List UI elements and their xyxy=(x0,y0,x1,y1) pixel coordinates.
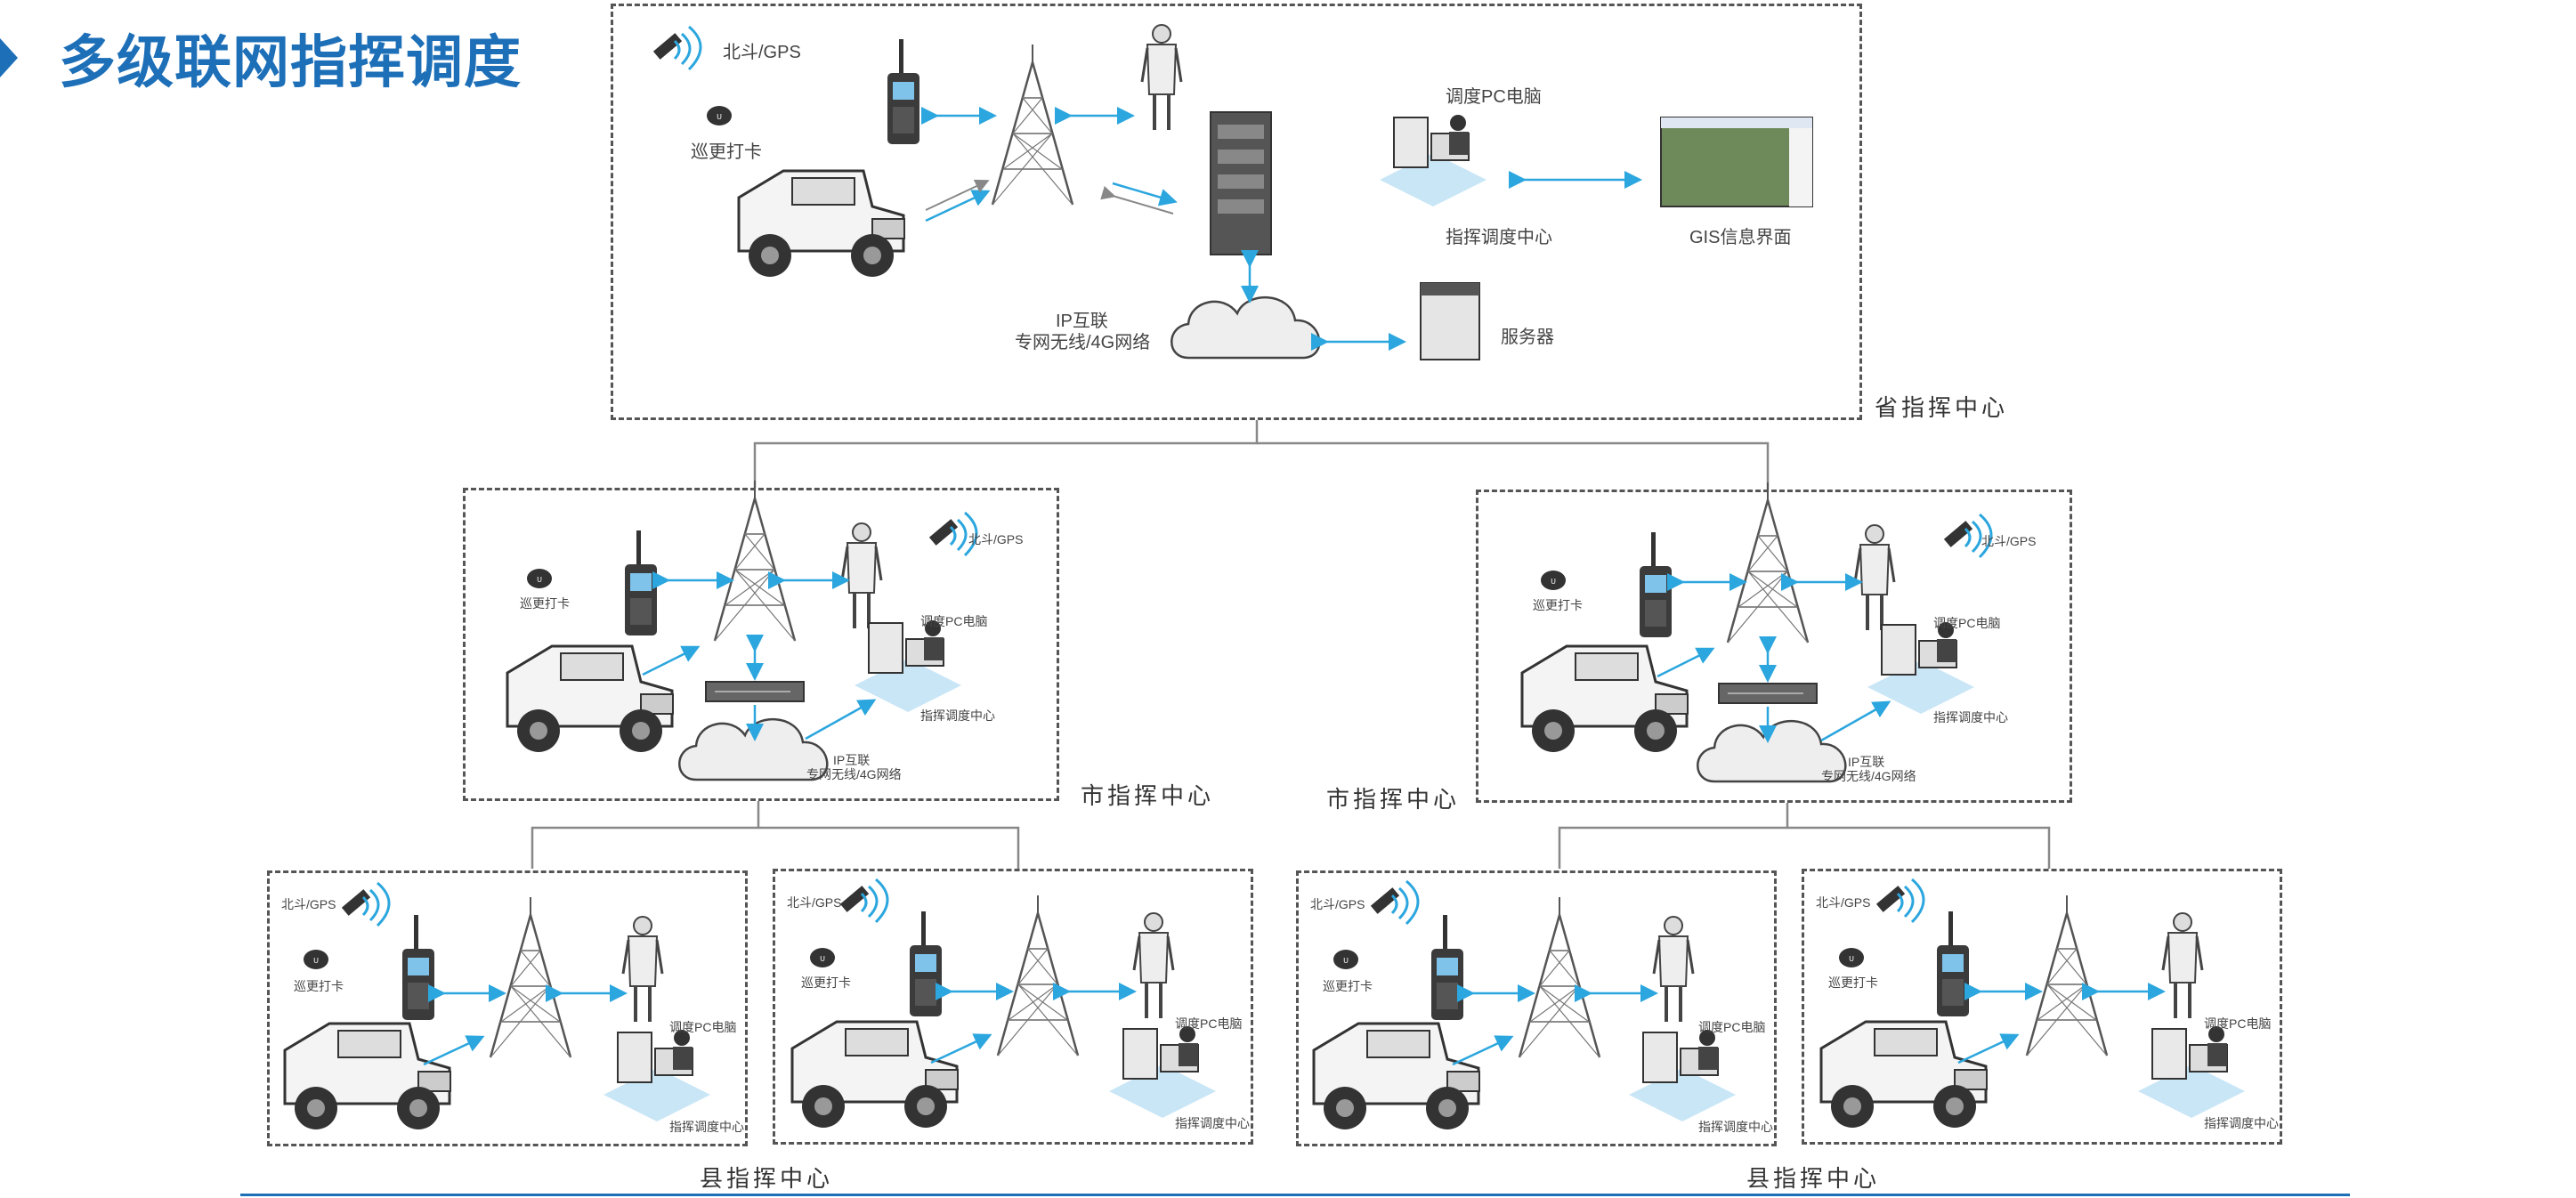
county-2-artwork xyxy=(790,878,1217,1129)
city-left-artwork xyxy=(506,479,978,781)
province-artwork xyxy=(652,23,1813,360)
city-right-beidou-label: 北斗/GPS xyxy=(1981,534,2037,548)
county-3-dispatch-pc-label: 调度PC电脑 xyxy=(1698,1020,1766,1034)
county-center-box-4 xyxy=(1802,869,2282,1145)
county-1-dispatch-pc-label: 调度PC电脑 xyxy=(669,1020,737,1034)
county-1-artwork xyxy=(283,881,711,1131)
county-2-patrol-label: 巡更打卡 xyxy=(801,975,851,990)
county-center-box-1 xyxy=(267,870,748,1146)
county-2-dispatch-pc-label: 调度PC电脑 xyxy=(1175,1016,1243,1031)
city-left-ip-label: IP互联 xyxy=(833,753,871,767)
county-4-artwork xyxy=(1819,878,2246,1129)
county-4-patrol-label: 巡更打卡 xyxy=(1828,975,1878,990)
title-arrow-icon xyxy=(0,38,18,77)
province-center-caption: 省指挥中心 xyxy=(1875,394,2009,421)
province-patrol-label: 巡更打卡 xyxy=(691,142,762,162)
city-left-network-label: 专网无线/4G网络 xyxy=(806,767,902,781)
county-4-beidou-label: 北斗/GPS xyxy=(1816,895,1871,910)
province-ip-label: IP互联 xyxy=(1056,312,1108,331)
county-1-command-center-label: 指挥调度中心 xyxy=(669,1120,744,1134)
county-4-command-center-label: 指挥调度中心 xyxy=(2204,1116,2279,1130)
city-right-dispatch-pc-label: 调度PC电脑 xyxy=(1933,616,2001,630)
county-1-patrol-label: 巡更打卡 xyxy=(294,979,344,993)
county-2-beidou-label: 北斗/GPS xyxy=(787,895,842,910)
city-right-patrol-label: 巡更打卡 xyxy=(1533,598,1583,612)
city-right-network-label: 专网无线/4G网络 xyxy=(1821,769,1916,783)
province-command-center-label: 指挥调度中心 xyxy=(1446,228,1552,247)
county-center-box-2 xyxy=(773,869,1253,1145)
county-center-box-3 xyxy=(1296,870,1777,1146)
city-center-left-box xyxy=(463,488,1059,801)
city-center-left-caption: 市指挥中心 xyxy=(1081,782,1215,809)
city-right-ip-label: IP互联 xyxy=(1848,755,1885,769)
county-center-left-caption: 县指挥中心 xyxy=(700,1165,834,1192)
city-left-beidou-label: 北斗/GPS xyxy=(968,532,1024,546)
city-center-right-caption: 市指挥中心 xyxy=(1326,786,1461,813)
province-gis-label: GIS信息界面 xyxy=(1689,228,1792,247)
county-3-artwork xyxy=(1312,879,1737,1131)
bottom-rule xyxy=(240,1194,2350,1196)
city-left-dispatch-pc-label: 调度PC电脑 xyxy=(920,614,988,628)
city-right-artwork xyxy=(1520,481,1993,783)
city-left-patrol-label: 巡更打卡 xyxy=(520,596,570,611)
page-header: 多级联网指挥调度 xyxy=(0,18,522,98)
city-right-command-center-label: 指挥调度中心 xyxy=(1933,710,2008,724)
hierarchy-lines xyxy=(531,420,2051,869)
county-2-command-center-label: 指挥调度中心 xyxy=(1175,1116,1250,1130)
city-left-command-center-label: 指挥调度中心 xyxy=(920,708,995,723)
county-3-beidou-label: 北斗/GPS xyxy=(1310,897,1365,911)
county-center-right-caption: 县指挥中心 xyxy=(1746,1165,1881,1192)
province-network-label: 专网无线/4G网络 xyxy=(1015,333,1151,352)
province-server-label: 服务器 xyxy=(1501,328,1554,347)
county-3-command-center-label: 指挥调度中心 xyxy=(1698,1120,1773,1134)
page-title: 多级联网指挥调度 xyxy=(59,30,522,94)
province-center-box xyxy=(611,4,1862,420)
province-beidou-label: 北斗/GPS xyxy=(723,43,801,62)
province-dispatch-pc-label: 调度PC电脑 xyxy=(1446,87,1542,107)
city-center-right-box xyxy=(1476,490,2072,803)
county-1-beidou-label: 北斗/GPS xyxy=(281,897,336,911)
county-4-dispatch-pc-label: 调度PC电脑 xyxy=(2204,1016,2272,1031)
county-3-patrol-label: 巡更打卡 xyxy=(1323,979,1373,993)
